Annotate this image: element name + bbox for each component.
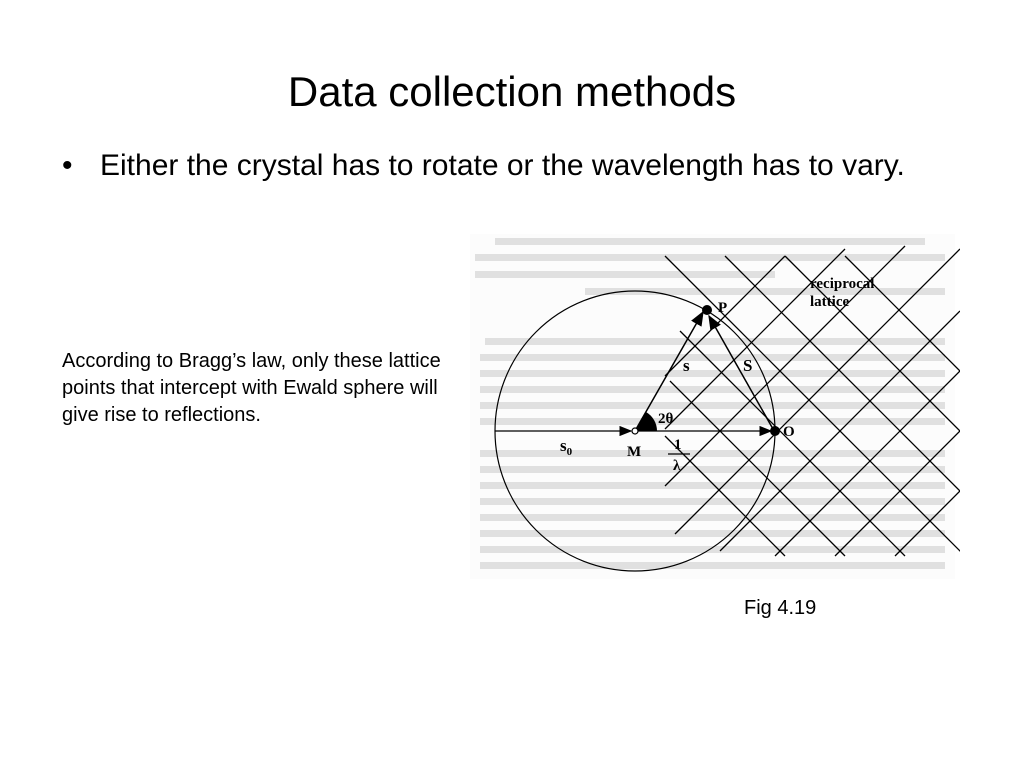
label-inverse-numerator: 1 [674,437,682,453]
origin-point-o [770,426,780,436]
label-p: P [718,300,727,316]
reciprocal-label-line1: reciprocal [810,276,874,292]
reciprocal-label-line2: lattice [810,294,849,310]
reciprocal-lattice-grid [664,245,966,557]
angle-2theta-marker [635,412,657,431]
scanned-background-text [470,234,955,579]
bragg-law-note: According to Bragg’s law, only these lat… [62,350,441,426]
label-s-big: S [743,356,752,375]
label-s0-base: s [560,436,567,455]
ewald-sphere-figure: reciprocal lattice P s S 2θ s0 M O 1 λ [465,226,966,584]
label-o: O [783,424,795,440]
label-2theta: 2θ [658,411,674,427]
bullet-marker: • [62,149,73,182]
label-s0-subscript: 0 [567,446,573,458]
label-s-small: s [683,356,690,375]
label-m: M [627,444,641,460]
slide-title: Data collection methods [287,68,737,115]
lattice-point-p [702,305,712,315]
ewald-diagram: reciprocal lattice P s S 2θ s0 M O 1 λ [470,234,966,579]
label-s0: s0 [560,436,573,458]
scattering-vector-S [708,314,774,430]
bullet-text: Either the crystal has to rotate or the … [100,149,905,182]
label-inverse-denominator: λ [673,458,681,474]
center-point-m [631,427,639,435]
figure-caption: Fig 4.19 [744,597,817,619]
scattered-vector-s [634,310,704,432]
